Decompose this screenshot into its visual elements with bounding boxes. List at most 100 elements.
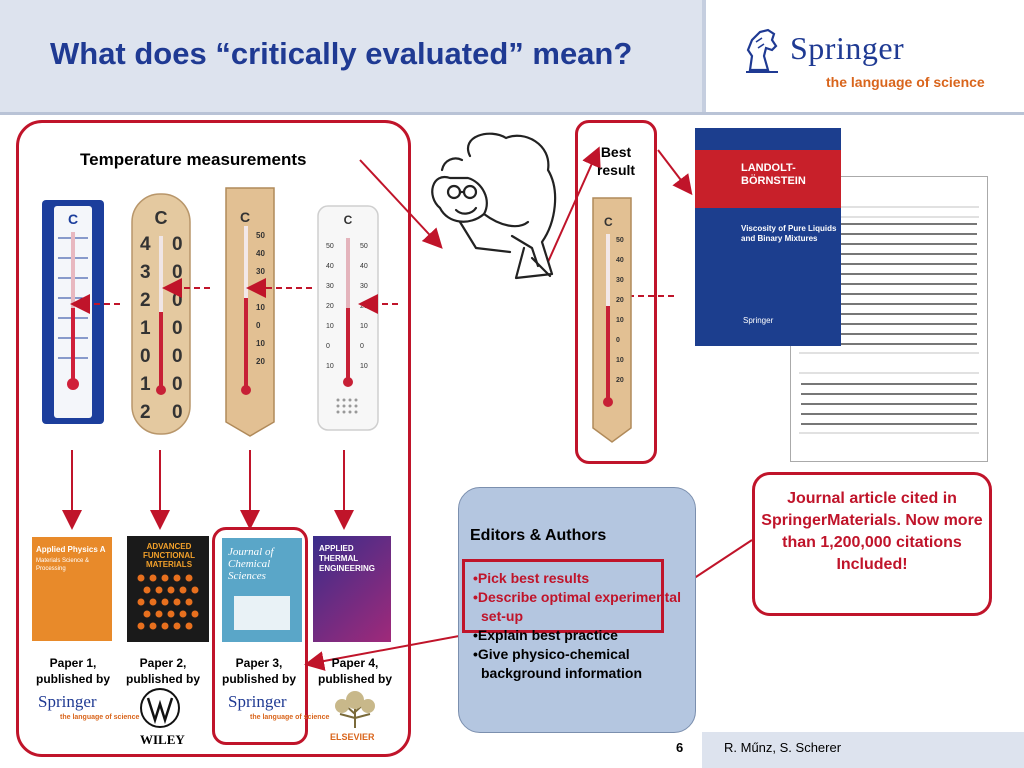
measurements-frame: [16, 120, 411, 757]
cover-3-title: Journal of Chemical Sciences: [228, 546, 274, 582]
svg-text:0: 0: [172, 318, 183, 339]
editors-bullet-list: •Pick best results •Describe optimal exp…: [473, 569, 693, 683]
svg-text:1: 1: [140, 318, 151, 339]
handbook-volume-title: Viscosity of Pure Liquids and Binary Mix…: [741, 224, 837, 243]
footer-bar: [702, 732, 1024, 768]
elsevier-tree-icon: [335, 691, 375, 728]
svg-text:1: 1: [140, 374, 151, 395]
svg-text:0: 0: [172, 346, 183, 367]
editors-box: [458, 487, 696, 733]
handbook-series: LANDOLT-BÖRNSTEIN: [741, 162, 806, 187]
svg-text:10: 10: [616, 317, 624, 324]
scientist-cartoon-icon: [431, 132, 557, 280]
best-result-label: Best result: [596, 144, 636, 178]
svg-text:0: 0: [172, 234, 183, 255]
svg-text:4: 4: [140, 234, 151, 255]
cover-2-title: ADVANCED FUNCTIONAL MATERIALS: [143, 542, 195, 569]
editors-title: Editors & Authors: [470, 527, 607, 544]
publisher-1-name: Springer: [38, 692, 97, 711]
svg-text:0: 0: [172, 402, 183, 423]
svg-text:40: 40: [616, 257, 624, 264]
arrow-to-best: [547, 146, 601, 263]
springer-horse-icon: [746, 28, 778, 73]
svg-text:0: 0: [172, 374, 183, 395]
bullet-item: •Describe optimal experimental set-up: [473, 589, 681, 624]
svg-text:30: 30: [256, 267, 265, 276]
cover-advanced-functional-materials: ADVANCED FUNCTIONAL MATERIALS: [127, 536, 209, 642]
table-lines: [799, 206, 979, 434]
svg-text:40: 40: [256, 249, 265, 258]
paper-3-highlight-frame: [212, 527, 308, 745]
handbook-publisher: Springer: [743, 316, 774, 325]
svg-text:C: C: [68, 211, 78, 227]
svg-text:30: 30: [326, 283, 334, 290]
header-divider: [702, 0, 706, 112]
publisher-4-name: ELSEVIER: [330, 732, 375, 742]
svg-text:50: 50: [256, 231, 265, 240]
svg-text:2: 2: [140, 290, 151, 311]
svg-text:0: 0: [326, 343, 330, 350]
svg-text:0: 0: [616, 337, 620, 344]
citation-box: [752, 472, 992, 616]
svg-text:20: 20: [256, 357, 265, 366]
slide-title: What does “critically evaluated” mean?: [50, 36, 633, 71]
svg-text:C: C: [344, 213, 353, 227]
paper-2-label: Paper 2, published by: [125, 656, 200, 686]
cover-2-dots: [137, 574, 199, 630]
svg-text:2: 2: [140, 402, 151, 423]
editors-highlight-frame: [462, 559, 664, 633]
svg-text:0: 0: [140, 346, 151, 367]
svg-text:20: 20: [616, 377, 624, 384]
svg-text:0: 0: [256, 321, 261, 330]
bullet-item: •Give physico-chemical background inform…: [473, 646, 642, 681]
wiley-emblem-icon: [140, 688, 180, 728]
svg-text:50: 50: [616, 237, 624, 244]
svg-text:20: 20: [326, 303, 334, 310]
arrow-to-scientist: [359, 159, 443, 249]
bullet-item: •Pick best results: [473, 570, 590, 586]
cover-applied-physics-a: Applied Physics A Materials Science & Pr…: [32, 537, 112, 641]
svg-text:10: 10: [256, 339, 265, 348]
svg-text:10: 10: [326, 363, 334, 370]
footer-authors: R. Műnz, S. Scherer: [724, 740, 842, 755]
best-result-frame: [575, 120, 657, 464]
publisher-4-elsevier: ELSEVIER: [330, 688, 380, 744]
svg-text:3: 3: [140, 262, 151, 283]
svg-text:0: 0: [360, 343, 364, 350]
header-rule: [0, 112, 1024, 115]
paper-3-label: Paper 3, published by: [221, 656, 296, 686]
svg-text:10: 10: [256, 303, 265, 312]
svg-text:C: C: [604, 215, 613, 229]
svg-text:10: 10: [326, 323, 334, 330]
cover-applied-thermal-engineering: APPLIED THERMAL ENGINEERING: [313, 536, 391, 642]
svg-text:20: 20: [616, 297, 624, 304]
svg-text:30: 30: [360, 283, 368, 290]
publisher-1-springer: Springer the language of science: [24, 692, 139, 728]
bullet-item: •Explain best practice: [473, 627, 618, 643]
cover-4-title: APPLIED THERMAL ENGINEERING: [319, 544, 376, 573]
cover-1-title: Applied Physics A: [36, 545, 106, 554]
publisher-1-tagline: the language of science: [60, 714, 140, 721]
citation-text: Journal article cited in SpringerMateria…: [761, 490, 983, 573]
svg-text:30: 30: [616, 277, 624, 284]
svg-text:0: 0: [172, 290, 183, 311]
springer-logo-tagline: the language of science: [826, 74, 985, 90]
publisher-3-tagline: the language of science: [250, 714, 330, 721]
svg-text:50: 50: [360, 243, 368, 250]
cover-journal-chemical-sciences: Journal of Chemical Sciences: [222, 538, 302, 642]
page-number: 6: [676, 740, 684, 755]
handbook-cover: LANDOLT-BÖRNSTEIN Viscosity of Pure Liqu…: [695, 128, 841, 346]
svg-text:0: 0: [172, 262, 183, 283]
paper-4-label: Paper 4, published by: [317, 656, 392, 686]
cover-1-subtitle: Materials Science & Processing: [36, 558, 90, 572]
publisher-2-name: WILEY: [140, 732, 185, 747]
publisher-3-name: Springer: [228, 692, 287, 711]
svg-text:10: 10: [360, 363, 368, 370]
measurements-label: Temperature measurements: [80, 150, 307, 169]
svg-text:C: C: [155, 208, 168, 228]
svg-text:40: 40: [326, 263, 334, 270]
